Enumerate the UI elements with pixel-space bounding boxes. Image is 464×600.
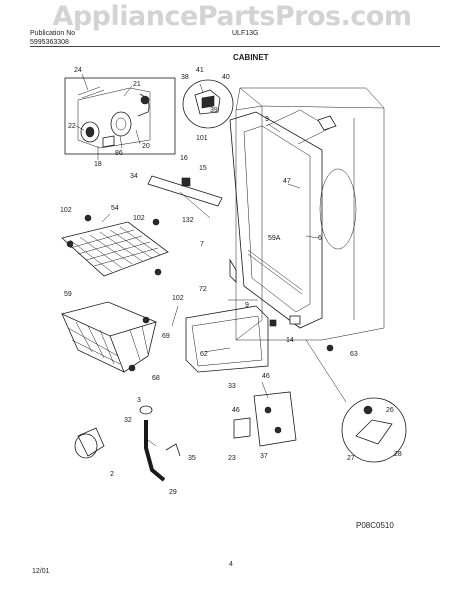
watermark: AppliancePartsPros.com [52, 1, 412, 32]
cabinet-shell [235, 87, 385, 341]
model-number: ULF13G [232, 30, 259, 37]
publication-label: Publication No [30, 30, 76, 37]
callout-22: 22 [68, 123, 76, 130]
callout-101: 101 [196, 135, 208, 142]
callout-35: 35 [188, 455, 196, 462]
callout-59A: 59A [268, 235, 281, 242]
drawing-code: P08C0510 [356, 521, 394, 530]
drain-tube [74, 405, 181, 482]
door-liner-frame [229, 109, 331, 329]
callout-28: 28 [394, 451, 402, 458]
callout-3: 3 [137, 397, 141, 404]
callout-27: 27 [347, 455, 355, 462]
leader-lines [75, 73, 319, 447]
callout-38: 38 [181, 74, 189, 81]
callout-6: 6 [318, 235, 322, 242]
callout-47: 47 [283, 178, 291, 185]
small-fasteners [66, 115, 337, 372]
callout-24: 24 [74, 67, 82, 74]
callout-40: 40 [222, 74, 230, 81]
callout-41: 41 [196, 67, 204, 74]
callout-7: 7 [200, 241, 204, 248]
callout-2: 2 [110, 471, 114, 478]
callout-54: 54 [111, 205, 119, 212]
thermostat-bracket [182, 79, 234, 129]
wire-basket [60, 301, 158, 373]
toe-grille [185, 305, 269, 373]
shelf-rail [147, 175, 223, 219]
callout-39: 39 [210, 107, 218, 114]
callout-62: 62 [200, 351, 208, 358]
publication-number: 5995363308 [30, 39, 69, 46]
callout-72: 72 [199, 286, 207, 293]
callout-102-c: 102 [172, 295, 184, 302]
wire-shelf [61, 221, 169, 277]
callout-23: 23 [228, 455, 236, 462]
callout-29: 29 [169, 489, 177, 496]
leveling-leg-inset [305, 339, 407, 463]
callout-32: 32 [124, 417, 132, 424]
callout-9-top: 9 [265, 116, 269, 123]
hinge-bracket [233, 391, 297, 447]
callout-21: 21 [133, 81, 141, 88]
callout-132: 132 [182, 217, 194, 224]
callout-46-top: 46 [262, 373, 270, 380]
callout-46-left: 46 [232, 407, 240, 414]
light-assembly-inset [64, 77, 176, 155]
callout-59: 59 [64, 291, 72, 298]
callout-20: 20 [142, 143, 150, 150]
callout-26: 26 [386, 407, 394, 414]
callout-102-a: 102 [60, 207, 72, 214]
callout-63: 63 [350, 351, 358, 358]
callout-86: 86 [115, 150, 123, 157]
page-number: 4 [229, 561, 233, 568]
revision-date: 12/01 [32, 568, 50, 575]
callout-102-b: 102 [133, 215, 145, 222]
callout-18: 18 [94, 161, 102, 168]
callout-34: 34 [130, 173, 138, 180]
callout-37: 37 [260, 453, 268, 460]
callout-16: 16 [180, 155, 188, 162]
callout-68: 68 [152, 375, 160, 382]
callout-14: 14 [286, 337, 294, 344]
callout-15: 15 [199, 165, 207, 172]
callout-9-bottom: 9 [245, 302, 249, 309]
callout-69: 69 [162, 333, 170, 340]
callout-33: 33 [228, 383, 236, 390]
section-title: CABINET [233, 53, 269, 62]
header-rule [30, 46, 440, 47]
